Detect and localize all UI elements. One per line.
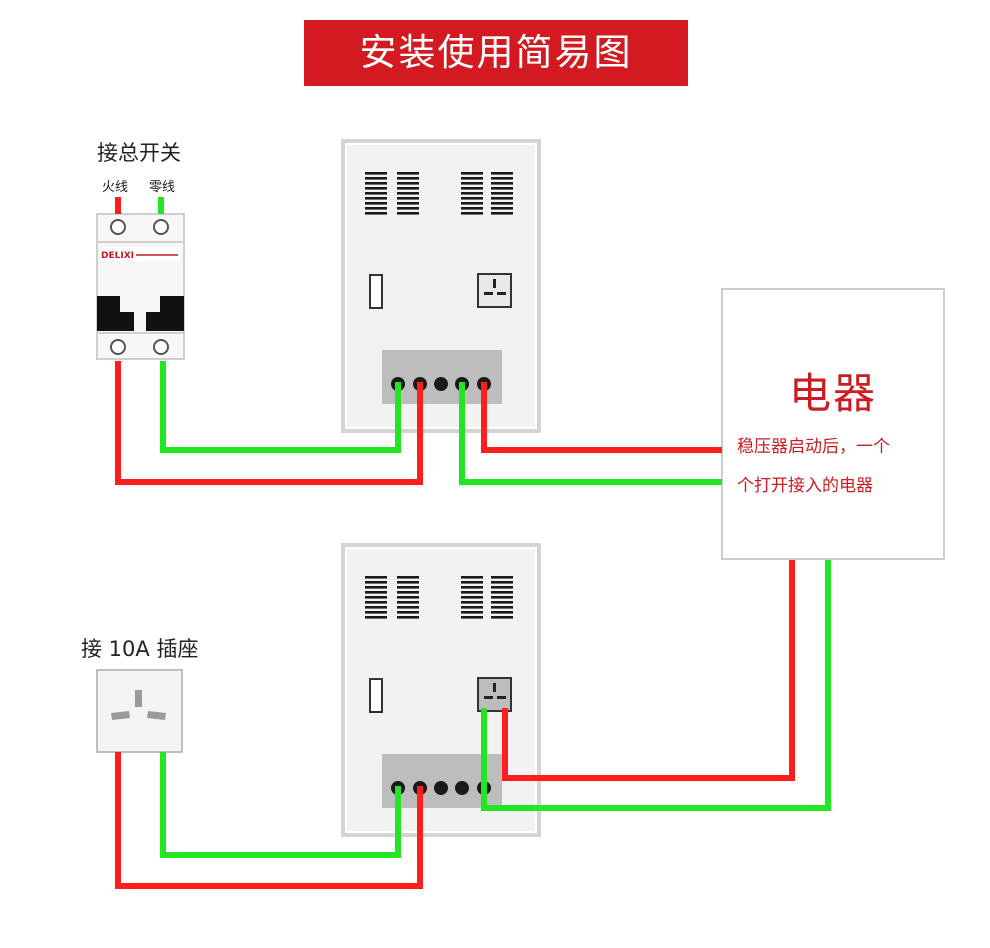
terminal-screw: [110, 339, 126, 355]
socket-label: 接 10A 插座: [81, 637, 199, 661]
voltage-regulator-top: [341, 139, 541, 433]
wire-live-breaker-reg1: [115, 361, 423, 485]
appliance-note-line1: 稳压器启动后，一个: [737, 437, 890, 457]
output-socket-icon: [477, 273, 512, 308]
wire-live-socket-reg2: [115, 752, 423, 889]
appliance-note-line2: 个打开接入的电器: [737, 476, 873, 496]
terminal-screw: [153, 339, 169, 355]
terminal-screw: [153, 219, 169, 235]
appliance-box: [721, 288, 945, 560]
wire-neutral-breaker-reg1: [160, 361, 401, 453]
neutral-wire-label: 零线: [149, 180, 176, 195]
wire-neutral-reg1-appliance: [459, 382, 722, 485]
voltage-regulator-bottom: [341, 543, 541, 837]
wire-neutral-socket-reg2: [160, 752, 401, 858]
terminal-screws: [391, 377, 491, 391]
terminal-screw: [110, 219, 126, 235]
wire-neutral-reg2-appliance: [481, 560, 831, 811]
wire-live-reg1-appliance: [481, 382, 722, 453]
wire-live-reg2-appliance: [502, 560, 795, 781]
power-switch: [369, 274, 383, 309]
live-wire-label: 火线: [102, 180, 129, 195]
wall-socket: [96, 669, 183, 753]
page-title: 安装使用简易图: [304, 20, 688, 86]
breaker-brand: DELIXI: [101, 251, 134, 261]
appliance-title: 电器: [788, 369, 877, 418]
circuit-breaker: [96, 213, 185, 360]
main-switch-label: 接总开关: [97, 141, 181, 165]
wires: [115, 197, 831, 889]
output-socket-icon: [477, 677, 512, 712]
power-switch: [369, 678, 383, 713]
